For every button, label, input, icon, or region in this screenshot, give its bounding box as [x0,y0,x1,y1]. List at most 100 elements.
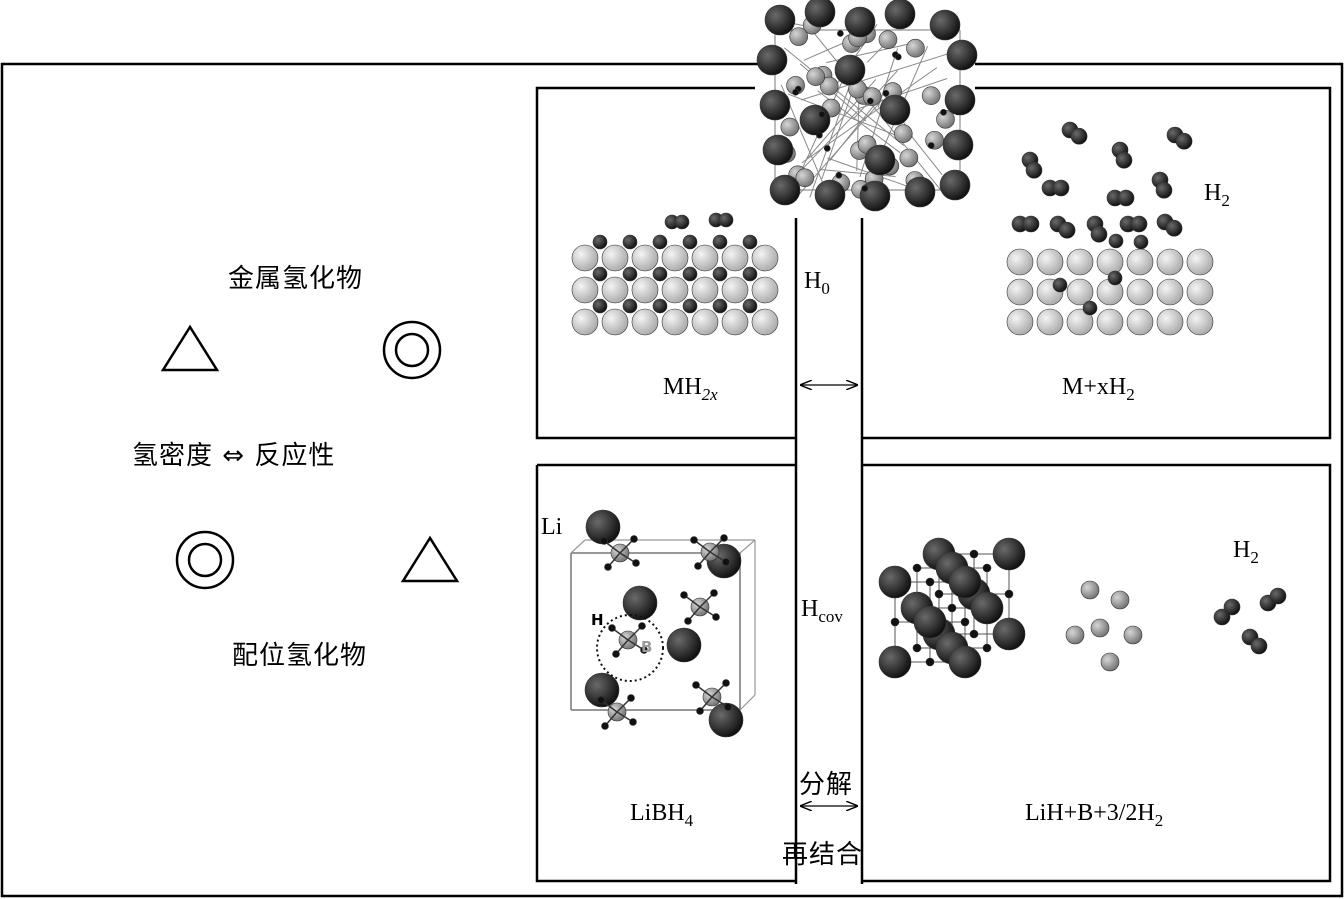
metal-atom [661,308,689,336]
hydrogen-molecule-atom [674,214,690,230]
cluster-dark-atom [844,6,876,38]
cluster-bond [788,93,900,137]
cluster-h-atom [861,185,869,192]
transition-state-cluster [756,0,978,218]
metal-atom [601,308,629,336]
double-circle-symbol-metal [382,320,442,380]
li-atom [708,702,744,738]
cluster-mid-atom [819,76,839,96]
h-atom [890,617,900,627]
cluster-dark-atom [939,169,971,201]
cluster-bond [820,169,896,178]
li-atom [584,672,620,708]
metal-atom [601,276,629,304]
hydrogen-atom [682,298,698,314]
recombine-label: 再结合 [782,840,864,870]
cluster-dark-atom [834,54,866,86]
metal-atom [691,244,719,272]
h-atom [692,681,700,689]
cluster-h-atom [792,88,799,96]
h-atom [612,650,620,658]
h-atom [1004,589,1014,599]
hydrogen-atom [622,298,638,314]
b-atom-label: B [641,638,653,656]
libh4-label: LiBH4 [630,800,694,830]
cluster-dark-atom [759,89,791,121]
metal-atom [721,308,749,336]
cluster-bond [783,47,905,146]
li-atom [948,645,982,679]
hydrogen-atom [712,266,728,282]
h-atom [632,559,640,567]
dissolved-h-atom [1108,233,1124,249]
metal-atom [1066,248,1094,276]
metal-atom [1156,248,1184,276]
b-atom [1110,590,1130,610]
h-atom [604,563,612,571]
h2-atom [1165,219,1183,237]
cluster-dark-atom [864,144,896,176]
cluster-dark-atom [904,176,936,208]
metal-atom [601,244,629,272]
h2-atom [1155,181,1173,199]
hcov-enthalpy-label: Hcov [801,596,843,626]
cluster-dark-atom [942,129,974,161]
li-atom [970,591,1004,625]
metal-atom [631,244,659,272]
h-atom [722,558,730,566]
cluster-mid-atom [795,168,815,188]
h2-atom [1058,221,1076,239]
h2-atom [1213,608,1231,626]
cluster-mid-atom [921,86,941,105]
libh4-crystal [570,509,756,738]
metal-atom [1006,308,1034,336]
h-atom [629,718,637,726]
metal-atom [1126,278,1154,306]
mh2x-lattice [571,212,779,336]
boron-atoms [1065,580,1143,672]
hydrogen-molecule-atom [718,212,734,228]
double-circle-symbol-complex [175,530,235,590]
h2-atom [1052,179,1070,197]
h-atom [712,613,720,621]
hydrogen-atom [592,266,608,282]
cluster-dark-atom [946,39,978,71]
h-atom [947,603,957,613]
metal-atom [1186,248,1214,276]
mh2x-label: MH2x [663,374,718,404]
metal-atom [1186,308,1214,336]
cluster-dark-atom [884,0,916,30]
b-atom [1090,618,1110,638]
h-atom-label: H [591,611,604,629]
cluster-dark-atom [762,134,794,166]
h-atom [627,694,635,702]
unit-cell-edge [570,539,586,554]
h-atom [724,703,732,711]
h-atom [710,589,718,597]
h-atom [601,722,609,730]
h-atom [969,629,979,639]
unit-cell-edge [739,539,756,554]
dissolved-h-atom [1082,300,1098,316]
b-atom [1100,652,1120,672]
h-atom [982,643,992,653]
triangle-symbol-metal [160,324,220,372]
metal-atom [1006,248,1034,276]
h-atom [630,535,638,543]
cluster-bond [810,28,945,195]
h-atom [638,622,646,630]
h0-enthalpy-label: H0 [804,268,830,298]
h-atom [720,534,728,542]
h-atom [640,646,648,654]
b-atom [1123,625,1143,645]
h-atom [912,643,922,653]
cluster-bond [910,134,943,176]
cluster-mid-atom [906,38,925,58]
metal-plus-h2-lattice [1006,121,1214,336]
hydrogen-atom [742,234,758,250]
h-atom [925,577,935,587]
metal-atom [691,308,719,336]
li-atom-label: Li [541,514,563,540]
metal-atom [1036,308,1064,336]
hydrogen-atom [592,234,608,250]
